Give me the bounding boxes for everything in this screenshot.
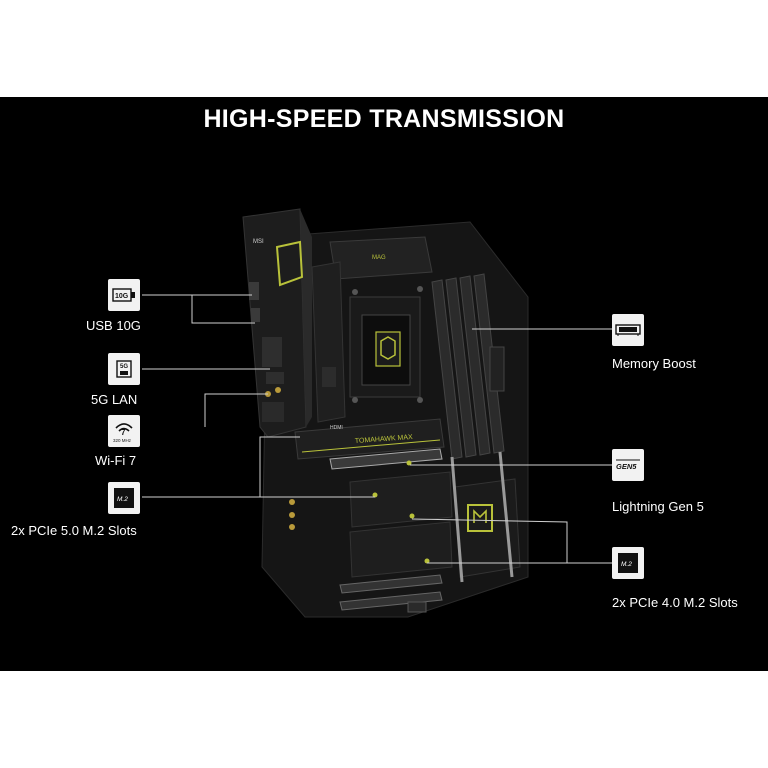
wifi-label: Wi-Fi 7 xyxy=(95,453,137,468)
svg-text:M.2: M.2 xyxy=(117,496,128,503)
m2-gen4-label: 2x PCIe 4.0 M.2 Slots xyxy=(612,595,738,610)
svg-text:MAG: MAG xyxy=(372,255,386,261)
svg-text:320 MHz: 320 MHz xyxy=(113,438,132,443)
m2-gen5-icon: M.2 xyxy=(108,482,140,514)
svg-text:7: 7 xyxy=(121,428,126,437)
m2-gen5-label: 2x PCIe 5.0 M.2 Slots xyxy=(11,523,137,538)
gen5-label: Lightning Gen 5 xyxy=(612,499,704,514)
hdmi-label: HDMI xyxy=(330,425,343,431)
wifi-7-icon: 7 320 MHz xyxy=(108,415,140,447)
svg-text:5G: 5G xyxy=(120,364,128,370)
connector-lines xyxy=(142,294,612,564)
lan-label: 5G LAN xyxy=(91,392,138,407)
motherboard-image: MSI MAG TOMAHAWK MAX HD xyxy=(242,208,529,618)
feature-banner: HIGH-SPEED TRANSMISSION MSI MAG xyxy=(0,97,768,671)
svg-text:M.2: M.2 xyxy=(621,561,632,568)
io-shroud-logo: MSI xyxy=(253,239,264,245)
board-model-label: TOMAHAWK MAX xyxy=(355,434,414,445)
banner-title: HIGH-SPEED TRANSMISSION xyxy=(203,105,565,133)
memory-icon xyxy=(612,314,644,346)
m2-gen4-icon: M.2 xyxy=(612,547,644,579)
svg-text:10G: 10G xyxy=(115,293,129,300)
usb-label: USB 10G xyxy=(86,318,141,333)
usb-icon: 10G xyxy=(108,279,140,311)
memory-label: Memory Boost xyxy=(612,356,696,371)
gen5-icon: GEN5 xyxy=(612,449,644,481)
svg-text:GEN5: GEN5 xyxy=(616,462,637,471)
ethernet-icon: 5G xyxy=(108,353,140,385)
